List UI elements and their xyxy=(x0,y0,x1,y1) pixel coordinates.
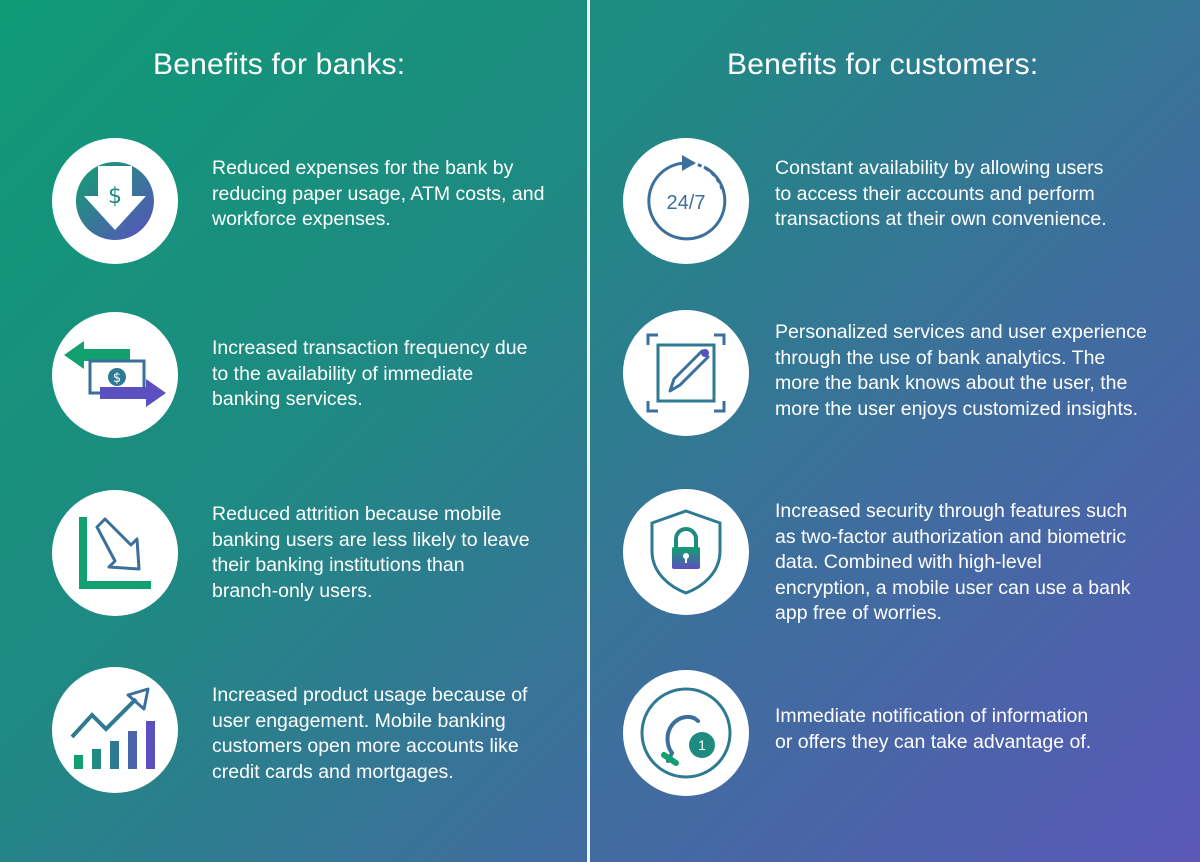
customers-benefits-title: Benefits for customers: xyxy=(727,48,1039,81)
customer-benefit-text: Personalized services and user experienc… xyxy=(775,321,1147,420)
customer-benefit-text: Immediate notification of information or… xyxy=(775,705,1092,753)
customer-benefit-item: 1 Immediate notification of information … xyxy=(590,670,1200,796)
bank-benefit-text: Increased transaction frequency due to t… xyxy=(212,337,528,410)
bank-benefit-item: $ Increased transaction frequency due to… xyxy=(0,312,587,438)
bank-benefit-item: $ Reduced expenses for the bank by reduc… xyxy=(0,138,587,264)
customer-benefit-item: Increased security through features such… xyxy=(590,489,1200,624)
bank-benefit-item: Reduced attrition because mobile banking… xyxy=(0,490,587,616)
notification-bell-icon: 1 xyxy=(623,670,749,796)
bank-benefit-text: Reduced attrition because mobile banking… xyxy=(212,503,530,602)
declining-chart-icon xyxy=(52,490,178,616)
column-divider xyxy=(587,0,590,862)
bank-benefit-text: Reduced expenses for the bank by reducin… xyxy=(212,157,545,230)
customers-benefits-column: Benefits for customers: 24/7 Constant av… xyxy=(590,0,1200,862)
shield-lock-icon xyxy=(623,489,749,615)
bank-benefit-text: Increased product usage because of user … xyxy=(212,684,528,783)
customer-benefit-text: Increased security through features such… xyxy=(775,500,1131,624)
clock-24-7-label: 24/7 xyxy=(667,192,706,214)
banks-benefits-title: Benefits for banks: xyxy=(153,48,406,81)
money-down-arrow-icon: $ xyxy=(52,138,178,264)
clock-24-7-icon: 24/7 xyxy=(623,138,749,264)
customer-benefit-item: Personalized services and user experienc… xyxy=(590,310,1200,436)
banks-benefits-column: Benefits for banks: $ Reduced expenses f… xyxy=(0,0,587,862)
growth-chart-icon xyxy=(52,667,178,793)
notification-count: 1 xyxy=(698,737,706,753)
pencil-edit-icon xyxy=(623,310,749,436)
customer-benefit-item: 24/7 Constant availability by allowing u… xyxy=(590,138,1200,264)
bank-benefit-item: Increased product usage because of user … xyxy=(0,667,587,793)
svg-text:$: $ xyxy=(113,371,121,386)
customer-benefit-text: Constant availability by allowing users … xyxy=(775,157,1107,230)
money-exchange-arrows-icon: $ xyxy=(52,312,178,438)
dollar-sign-glyph: $ xyxy=(108,184,122,209)
